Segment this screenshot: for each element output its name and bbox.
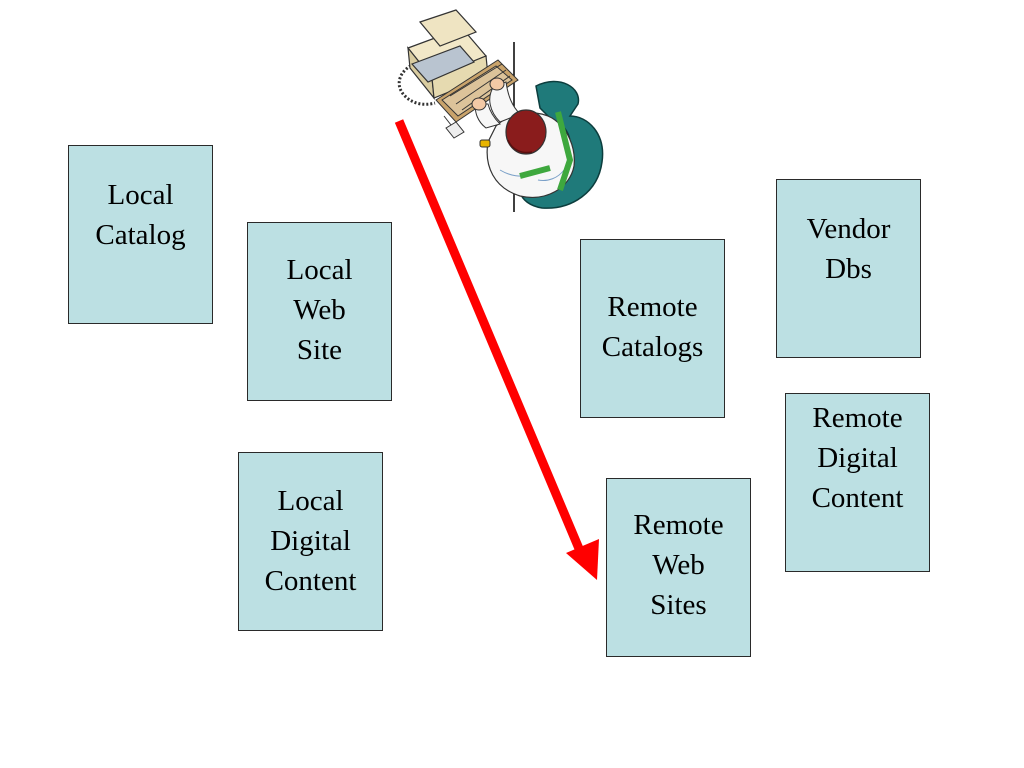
box-remote-web-sites: Remote Web Sites	[606, 478, 751, 657]
box-remote-catalogs: Remote Catalogs	[580, 239, 725, 418]
box-label: Remote Catalogs	[601, 291, 704, 363]
box-label: Local Catalog	[95, 178, 186, 251]
box-label: Local Web Site	[286, 254, 353, 366]
box-remote-digital-content: Remote Digital Content	[785, 393, 930, 572]
box-label: Vendor Dbs	[806, 212, 891, 285]
box-vendor-dbs: Vendor Dbs	[776, 179, 921, 358]
box-local-catalog: Local Catalog	[68, 145, 213, 324]
box-local-digital-content: Local Digital Content	[238, 452, 383, 631]
box-local-web-site: Local Web Site	[247, 222, 392, 401]
box-label: Local Digital Content	[264, 484, 357, 597]
box-label: Remote Web Sites	[633, 509, 724, 621]
box-label: Remote Digital Content	[811, 401, 904, 514]
